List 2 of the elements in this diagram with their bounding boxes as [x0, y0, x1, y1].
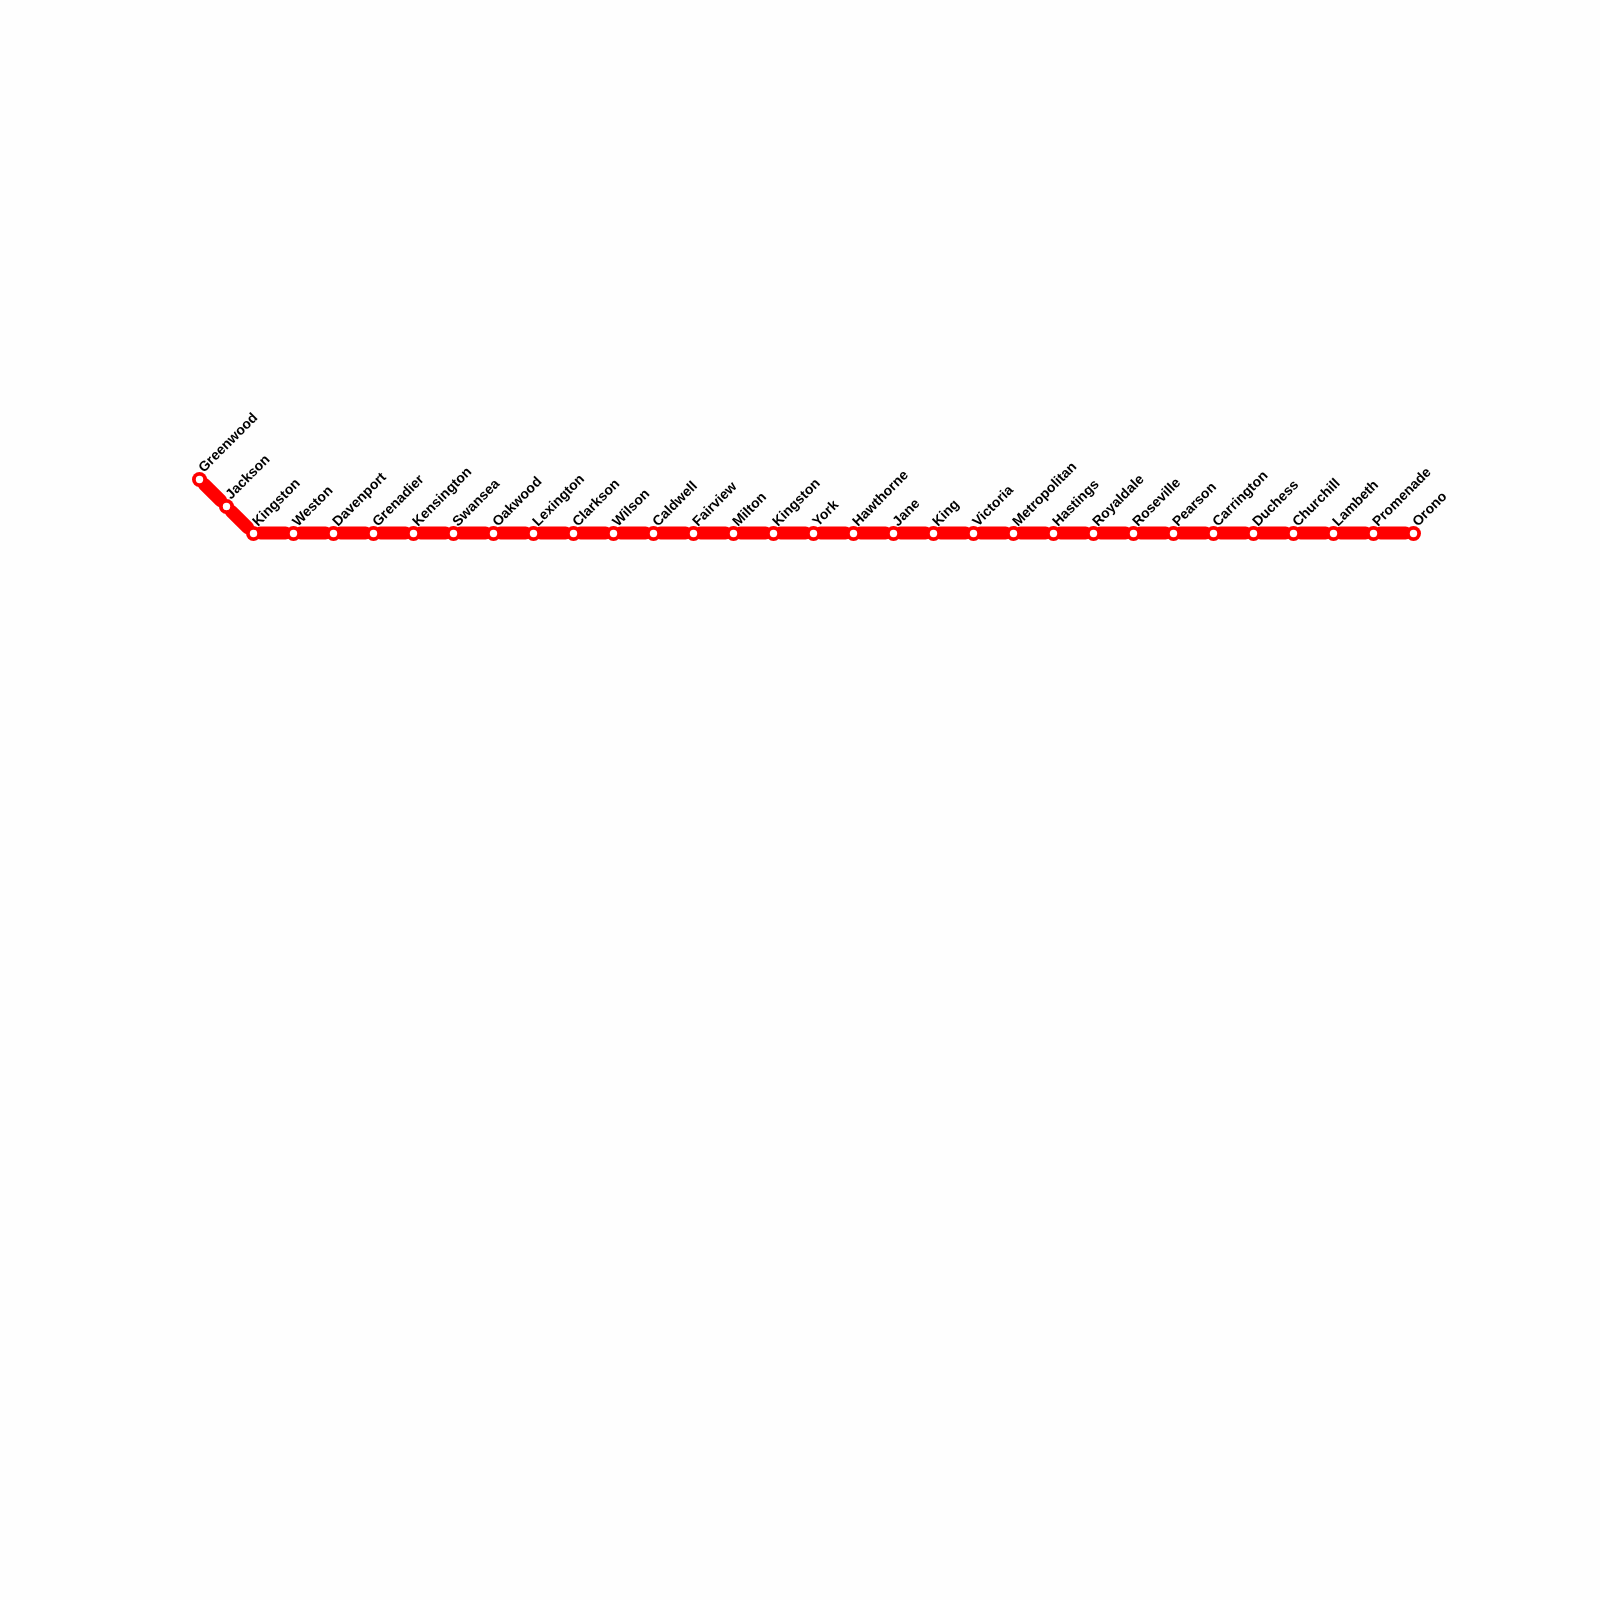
route-line: [224, 504, 255, 535]
route-line: [197, 477, 228, 508]
